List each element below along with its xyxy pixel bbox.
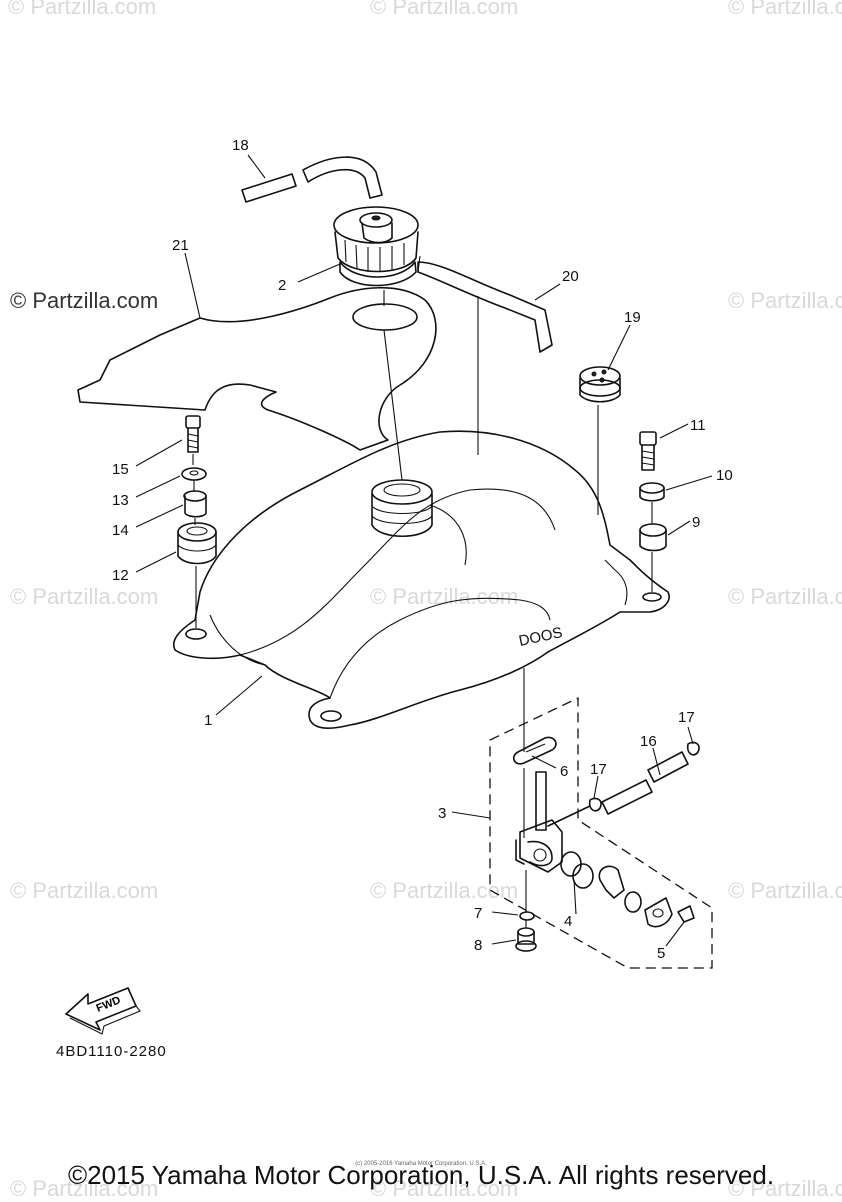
callout-19: 19 xyxy=(624,309,641,326)
callout-10: 10 xyxy=(716,467,733,484)
callout-11: 11 xyxy=(690,417,706,434)
fwd-label: FWD xyxy=(95,994,123,1015)
fuel-tank: DOOS xyxy=(173,430,670,730)
fuel-hose-16 xyxy=(601,751,689,815)
fuel-cap xyxy=(333,206,419,287)
watermark: © Partzilla.com xyxy=(728,0,842,19)
callout-18: 18 xyxy=(232,137,249,154)
screw-5 xyxy=(677,905,695,923)
callout-21: 21 xyxy=(172,237,189,254)
clip-17b xyxy=(686,741,700,756)
collar-14 xyxy=(183,490,207,518)
callout-7: 7 xyxy=(474,905,482,922)
bolt-11 xyxy=(639,431,657,471)
fwd-arrow-icon: FWD xyxy=(65,987,141,1035)
watermark: © Partzilla.com xyxy=(728,1176,842,1201)
callout-15: 15 xyxy=(112,461,129,478)
damper-9 xyxy=(639,523,667,552)
watermark: © Partzilla.com xyxy=(728,584,842,609)
watermark: © Partzilla.com xyxy=(10,878,159,903)
callout-6: 6 xyxy=(560,763,568,780)
damper-12 xyxy=(177,522,217,565)
leader-lines xyxy=(135,154,713,947)
copyright-notice: ©2015 Yamaha Motor Corporation, U.S.A. A… xyxy=(67,1160,775,1190)
callout-14: 14 xyxy=(112,522,129,539)
callout-17: 17 xyxy=(678,709,695,726)
callout-13: 13 xyxy=(112,492,129,509)
watermark: © Partzilla.com xyxy=(370,0,519,19)
callout-5: 5 xyxy=(657,945,665,962)
callout-1: 1 xyxy=(204,712,212,729)
breather-hose xyxy=(241,156,383,203)
fuel-cock-assembly-box xyxy=(489,696,713,969)
watermark: © Partzilla.com xyxy=(370,1176,519,1201)
gasket-6 xyxy=(512,736,557,765)
clip-17a xyxy=(588,797,602,812)
callout-4: 4 xyxy=(564,913,572,930)
watermark: © Partzilla.com xyxy=(10,1176,159,1201)
callout-20: 20 xyxy=(562,268,579,285)
tank-mark: DOOS xyxy=(517,624,564,650)
watermark: © Partzilla.com xyxy=(10,584,159,609)
watermark-dark: © Partzilla.com xyxy=(10,288,159,313)
watermark: © Partzilla.com xyxy=(370,584,519,609)
watermark: © Partzilla.com xyxy=(8,0,157,19)
bolt-15 xyxy=(185,415,201,453)
diagram-code: 4BD1110-2280 xyxy=(56,1043,167,1060)
tank-strap xyxy=(417,255,553,353)
assembly-lines xyxy=(192,290,653,928)
washer-7 xyxy=(519,911,535,921)
watermark: © Partzilla.com xyxy=(728,288,842,313)
callout-17: 17 xyxy=(590,761,607,778)
fine-print: (c) 2005-2016 Yamaha Motor Corporation, … xyxy=(355,1161,487,1167)
cock-internals-4 xyxy=(560,851,673,928)
watermark: © Partzilla.com xyxy=(728,878,842,903)
grommet-19 xyxy=(579,366,621,403)
callout-8: 8 xyxy=(474,937,482,954)
callout-2: 2 xyxy=(278,277,286,294)
collar-10 xyxy=(639,482,665,502)
callout-9: 9 xyxy=(692,514,700,531)
drain-screw-8 xyxy=(515,927,537,952)
callout-3: 3 xyxy=(438,805,446,822)
washer-13 xyxy=(181,467,207,481)
tank-pad xyxy=(77,286,437,451)
fuel-cock xyxy=(515,771,591,873)
watermark: © Partzilla.com xyxy=(370,878,519,903)
callout-16: 16 xyxy=(640,733,657,750)
callout-12: 12 xyxy=(112,567,129,584)
